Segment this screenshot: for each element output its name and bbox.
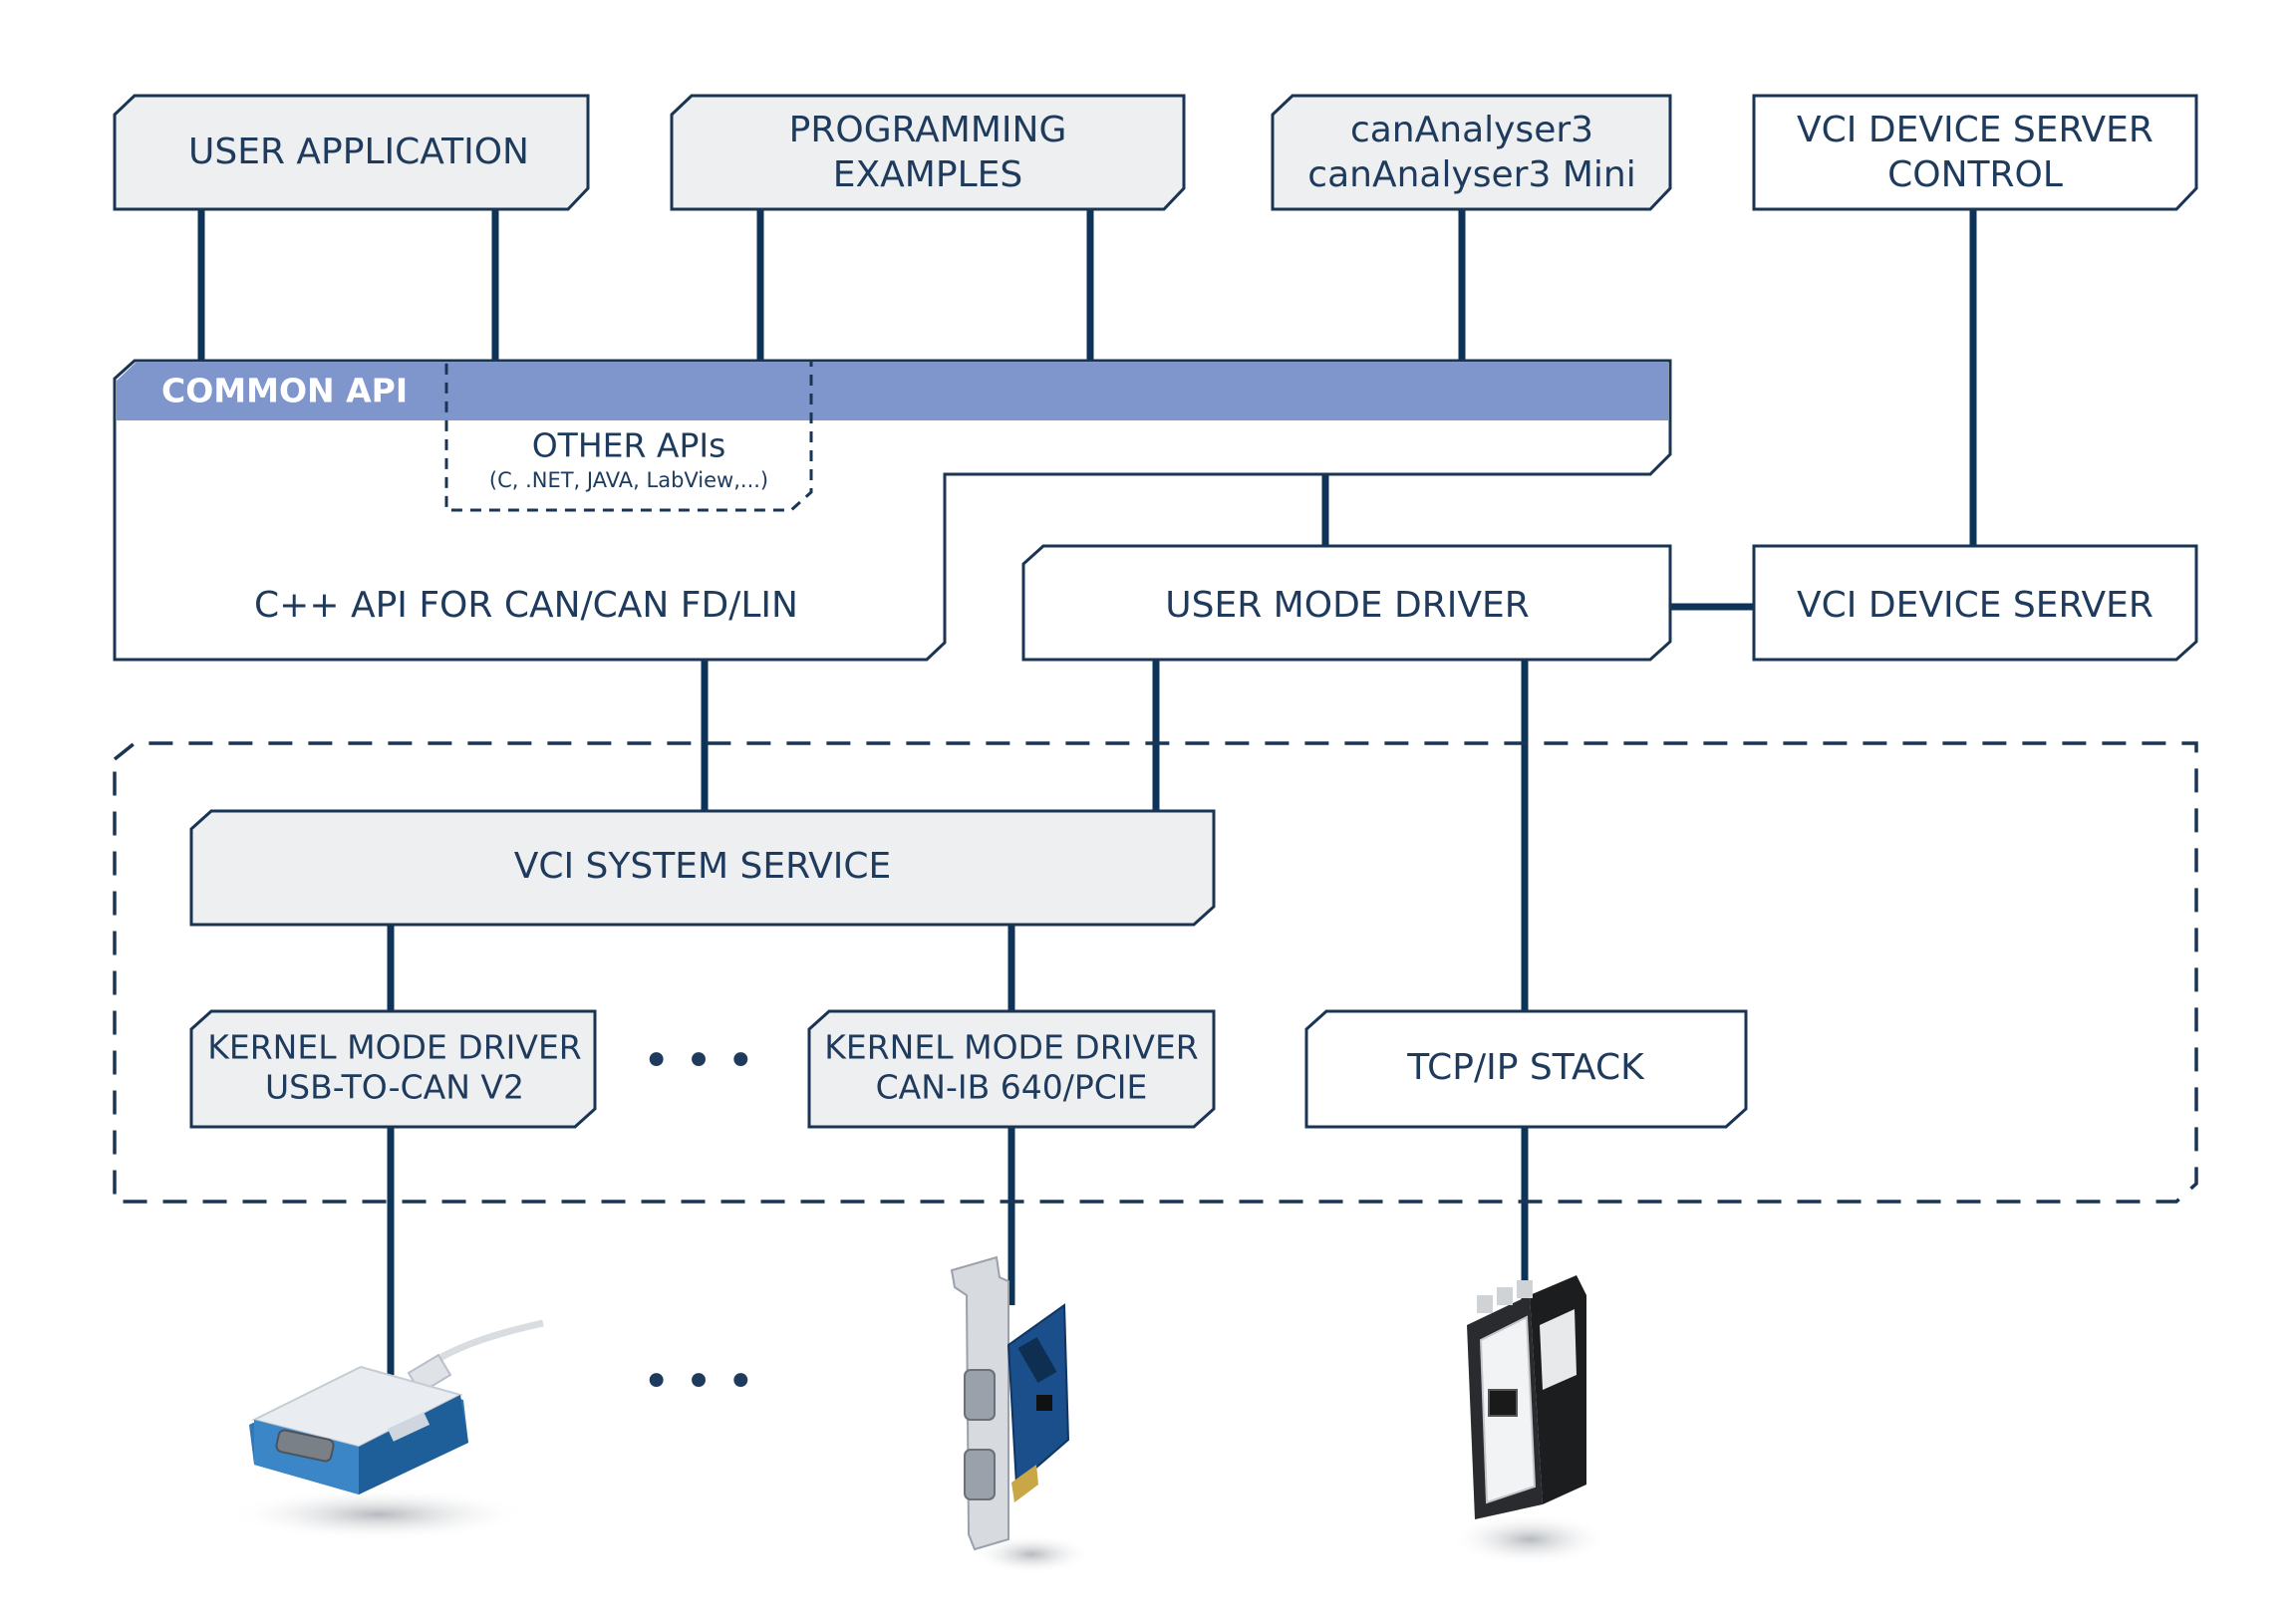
vci-system-service-label: VCI SYSTEM SERVICE [514, 846, 892, 887]
user-mode-driver-box: USER MODE DRIVER [1021, 544, 1672, 662]
din-rail-ethernet-module-image [1450, 1275, 1609, 1565]
vci-system-service-box: VCI SYSTEM SERVICE [189, 809, 1216, 927]
vci-device-server-box: VCI DEVICE SERVER [1752, 544, 2198, 662]
vci-device-server-control-line2: CONTROL [1887, 154, 2063, 195]
tcpip-stack-label: TCP/IP STACK [1406, 1047, 1645, 1088]
other-apis-region: OTHER APIs (C, .NET, JAVA, LabView,...) [444, 359, 813, 512]
ellipsis-drivers: ••• [643, 1033, 769, 1089]
common-api-label: COMMON API [161, 372, 408, 410]
kernel-driver-canib-line1: KERNEL MODE DRIVER [824, 1028, 1198, 1067]
programming-examples-label-line1: PROGRAMMING [789, 110, 1067, 150]
cananalyser-box: canAnalyser3 canAnalyser3 Mini [1271, 94, 1672, 211]
other-apis-title: OTHER APIs [532, 426, 726, 465]
vci-device-server-control-box: VCI DEVICE SERVER CONTROL [1752, 94, 2198, 211]
vci-device-server-label: VCI DEVICE SERVER [1797, 585, 2153, 626]
ellipsis-devices: ••• [643, 1354, 769, 1410]
cananalyser-label-line2: canAnalyser3 Mini [1307, 154, 1635, 195]
can-ib-pcie-card-image [950, 1255, 1091, 1574]
user-application-box: USER APPLICATION [113, 94, 590, 211]
programming-examples-box: PROGRAMMING EXAMPLES [670, 94, 1186, 211]
system-boundary [113, 741, 2198, 1204]
user-application-label: USER APPLICATION [188, 132, 529, 172]
kernel-driver-usb-line1: KERNEL MODE DRIVER [207, 1028, 581, 1067]
other-apis-subtitle: (C, .NET, JAVA, LabView,...) [489, 468, 768, 492]
programming-examples-label-line2: EXAMPLES [833, 154, 1022, 195]
connector-lines [197, 209, 1977, 1375]
kernel-driver-canib-box: KERNEL MODE DRIVER CAN-IB 640/PCIE [807, 1009, 1216, 1129]
kernel-driver-usb-box: KERNEL MODE DRIVER USB-TO-CAN V2 [189, 1009, 597, 1129]
cpp-api-label: C++ API FOR CAN/CAN FD/LIN [254, 585, 798, 626]
tcpip-stack-box: TCP/IP STACK [1304, 1009, 1748, 1129]
kernel-driver-canib-line2: CAN-IB 640/PCIE [876, 1068, 1148, 1107]
user-mode-driver-label: USER MODE DRIVER [1165, 585, 1529, 626]
kernel-driver-usb-line2: USB-TO-CAN V2 [265, 1068, 524, 1107]
cpp-api-block: COMMON API C++ API FOR CAN/CAN FD/LIN [113, 359, 1672, 662]
vci-device-server-control-line1: VCI DEVICE SERVER [1797, 110, 2153, 150]
common-api-band [117, 363, 1668, 420]
cananalyser-label-line1: canAnalyser3 [1350, 110, 1593, 150]
usb-to-can-adapter-image [229, 1319, 544, 1540]
